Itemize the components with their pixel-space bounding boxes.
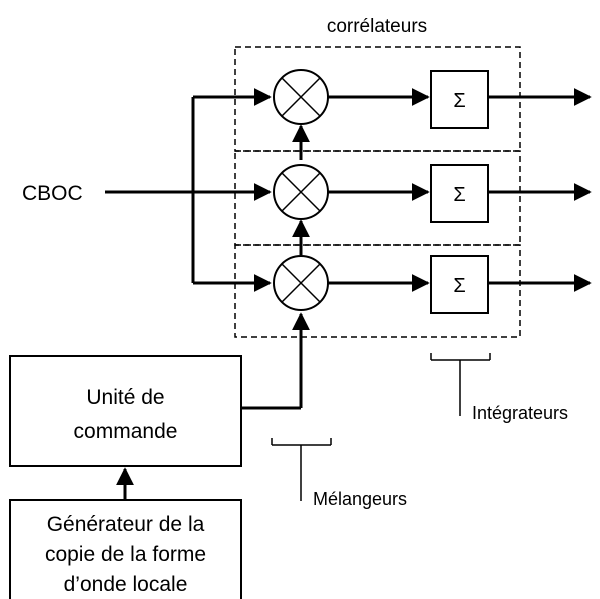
generator-line2: copie de la forme [45, 543, 206, 566]
mixer-1-icon [273, 69, 329, 125]
integrator-1-sigma: Σ [453, 90, 465, 112]
generator-line3: d’onde locale [64, 573, 188, 596]
mixer-3-icon [273, 255, 329, 311]
integrator-3-box [430, 255, 489, 314]
mixers-label: Mélangeurs [313, 489, 407, 509]
mixers-callout [271, 438, 332, 501]
integrator-3-sigma: Σ [453, 275, 465, 297]
control-unit-box [9, 355, 242, 467]
integrators-label: Intégrateurs [472, 403, 568, 423]
integrator-2-sigma: Σ [453, 184, 465, 206]
mixer-2-icon [273, 164, 329, 220]
control-unit-line2: commande [74, 420, 178, 443]
integrator-2-box [430, 164, 489, 223]
correlators-title: corrélateurs [327, 16, 427, 37]
control-unit-line1: Unité de [86, 386, 164, 409]
cboc-label: CBOC [22, 182, 83, 205]
generator-box [9, 499, 242, 599]
generator-line1: Générateur de la [47, 513, 205, 536]
integrator-1-box [430, 70, 489, 129]
integrators-callout [430, 353, 491, 416]
correlator-box-3 [234, 244, 521, 338]
